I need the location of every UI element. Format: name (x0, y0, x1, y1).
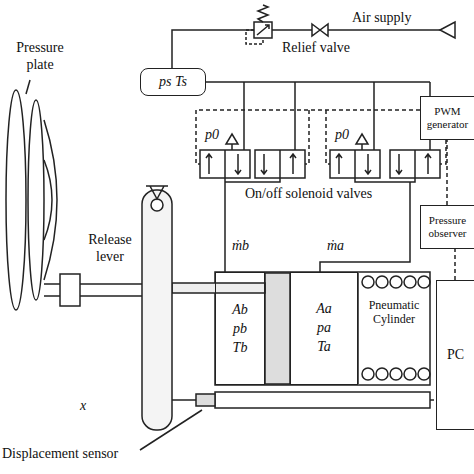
spring-coil (362, 368, 374, 380)
pressure-plate (6, 90, 26, 310)
relief-pilot-line (246, 30, 263, 44)
part-label: Displacement sensor (2, 446, 118, 463)
spring-coil (418, 276, 430, 288)
part-label: On/off solenoid valves (245, 186, 372, 203)
node-text: Ab pb Tb (229, 301, 251, 358)
diaphragm-spring (44, 120, 57, 280)
supply-line (172, 30, 440, 68)
sensor-rail (215, 392, 430, 408)
sensor-head (196, 394, 215, 406)
part-label: Release lever (82, 232, 138, 266)
spring-coil (404, 368, 416, 380)
signal-connector (446, 140, 448, 205)
signal-connector (454, 249, 456, 280)
node-text: Pressure observer (424, 214, 471, 240)
spring-coil (404, 276, 416, 288)
lever-pivot (151, 199, 163, 211)
signal-name: ṁb (232, 238, 249, 255)
piston (265, 273, 290, 384)
spring-coil (376, 276, 388, 288)
dimension-label: x (80, 398, 86, 415)
chamber-box: Aa pa Ta (290, 272, 358, 385)
solenoid-valve (200, 150, 250, 178)
solenoid-valve (390, 150, 440, 178)
part-label: Pneumatic Cylinder (361, 298, 427, 327)
generator-box: PWM generator (420, 96, 474, 140)
return-spring (362, 276, 430, 380)
signal-name: ṁa (327, 238, 344, 255)
part-label: Relief valve (282, 40, 350, 57)
spring-coil (418, 368, 430, 380)
flow-line (225, 178, 415, 272)
pivot-support (146, 186, 168, 199)
spring-coil (390, 276, 402, 288)
leader-line (140, 410, 202, 450)
solenoid-valve (330, 150, 380, 178)
sensor-rod (172, 399, 196, 401)
piston-rod (172, 283, 265, 293)
air-supply-symbol (440, 22, 455, 38)
tank-box: ps Ts (140, 68, 206, 96)
clutch-shaft (44, 284, 142, 296)
spring-coil (376, 368, 388, 380)
release-lever (142, 190, 172, 430)
part-label: Pressure plate (2, 40, 78, 74)
node-text: Aa pa Ta (313, 300, 335, 357)
pc-box: PC (436, 280, 474, 430)
shutoff-valve-symbol (312, 24, 328, 36)
leader-line (26, 80, 30, 94)
node-text: ps Ts (159, 74, 187, 91)
spring-coil (362, 276, 374, 288)
pressure-plate (28, 100, 44, 300)
observer-box: Pressure observer (420, 205, 474, 249)
relief-valve-symbol (254, 22, 272, 38)
chamber-box: Ab pb Tb (215, 272, 265, 385)
relief-valve-spring (258, 5, 268, 22)
node-text: PC (447, 347, 464, 364)
signal-name: p0 (205, 127, 219, 144)
exhaust-symbol (226, 134, 238, 150)
solenoid-valve (255, 150, 305, 178)
spring-coil (390, 368, 402, 380)
release-bearing (60, 274, 80, 306)
control-line (196, 110, 446, 164)
exhaust-symbol (356, 134, 368, 150)
part-label: Air supply (352, 10, 412, 27)
relief-valve-arrow (257, 25, 269, 35)
signal-name: p0 (335, 127, 349, 144)
supply-bus (206, 82, 430, 150)
node-text: PWM generator (424, 105, 471, 131)
